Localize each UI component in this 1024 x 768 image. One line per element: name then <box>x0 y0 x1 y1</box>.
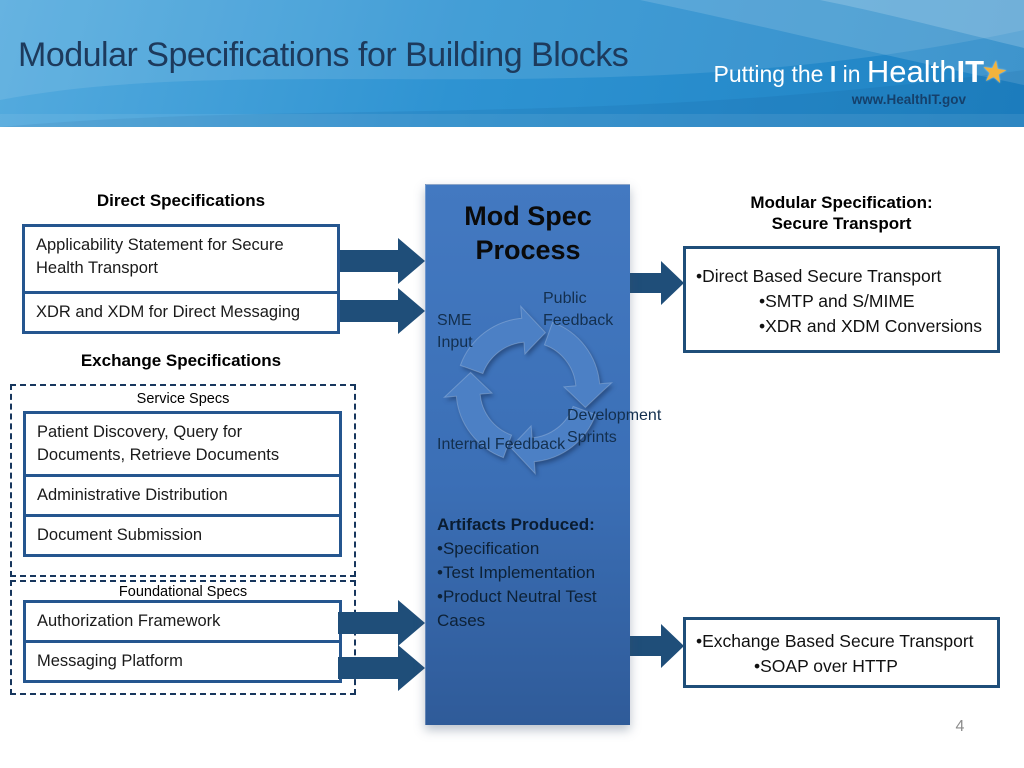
spec-box-patient-discovery: Patient Discovery, Query for Documents, … <box>23 411 342 477</box>
spec-box-xdr-xdm-direct: XDR and XDM for Direct Messaging <box>22 291 340 334</box>
process-cycle-icon <box>442 304 614 476</box>
process-title: Mod Spec Process <box>464 201 592 265</box>
page-number: 4 <box>955 718 965 735</box>
header-wave-graphic <box>0 0 1024 127</box>
spec-box-authorization-framework: Authorization Framework <box>23 600 342 643</box>
artifacts-produced-block: Artifacts Produced: •Specification •Test… <box>437 513 629 633</box>
foundational-specs-label: Foundational Specs <box>118 584 248 600</box>
exchange-based-secure-transport: •Exchange Based Secure Transport <box>696 631 974 651</box>
tagline-it: IT <box>956 54 985 89</box>
soap-over-http-item: •SOAP over HTTP <box>754 656 898 676</box>
direct-specs-group: Applicability Statement for Secure Healt… <box>22 224 340 334</box>
tagline-health: Health <box>866 54 957 89</box>
cycle-label-internal-feedback: Internal Feedback <box>437 436 566 453</box>
exchange-secure-transport-box: •Exchange Based Secure Transport •SOAP o… <box>683 617 1000 688</box>
foundational-specs-group: Foundational Specs Authorization Framewo… <box>10 580 356 695</box>
service-specs-group: Service Specs Patient Discovery, Query f… <box>10 384 356 577</box>
foundational-specs-stack: Authorization Framework Messaging Platfo… <box>23 600 342 683</box>
tagline-in: in <box>836 61 867 87</box>
spec-box-messaging-platform: Messaging Platform <box>23 640 342 683</box>
healthit-tagline: Putting the I in HealthIT★ <box>713 54 1011 91</box>
artifact-item-test-implementation: •Test Implementation <box>437 563 596 582</box>
page-title: Modular Specifications for Building Bloc… <box>18 36 629 74</box>
direct-specifications-heading: Direct Specifications <box>96 191 266 210</box>
header-banner: Modular Specifications for Building Bloc… <box>0 0 1024 127</box>
spec-box-applicability: Applicability Statement for Secure Healt… <box>22 224 340 294</box>
artifact-item-specification: •Specification <box>437 539 540 558</box>
arrow-process-to-exchange-transport <box>627 624 684 668</box>
direct-based-secure-transport: •Direct Based Secure Transport <box>696 266 942 286</box>
healthit-url: www.HealthIT.gov <box>851 92 966 107</box>
exchange-specifications-heading: Exchange Specifications <box>80 351 282 370</box>
arrow-authorization-to-process <box>338 600 425 646</box>
direct-secure-transport-box: •Direct Based Secure Transport •SMTP and… <box>683 246 1000 353</box>
smtp-smime-item: •SMTP and S/MIME <box>759 291 915 311</box>
arrow-xdr-to-process <box>340 288 425 334</box>
cycle-label-sme-input: SME Input <box>437 312 473 351</box>
healthit-logo: Putting the I in HealthIT★ www.HealthIT.… <box>713 54 1011 107</box>
tagline-i: I <box>829 61 837 87</box>
star-icon: ★ <box>978 54 1011 91</box>
service-specs-label: Service Specs <box>136 391 230 407</box>
modular-specification-heading-line2: Secure Transport <box>771 214 912 233</box>
xdr-xdm-conversions-item: •XDR and XDM Conversions <box>759 316 983 336</box>
spec-box-document-submission: Document Submission <box>23 514 342 557</box>
tagline-putting-the: Putting the <box>713 61 830 87</box>
artifacts-heading: Artifacts Produced: <box>437 515 595 534</box>
arrow-messaging-to-process <box>338 645 425 691</box>
cycle-label-development-sprints: Development Sprints <box>567 407 662 446</box>
arrow-applicability-to-process <box>340 238 425 284</box>
arrow-process-to-direct-transport <box>627 261 684 305</box>
cycle-label-public-feedback: Public Feedback <box>543 290 614 329</box>
spec-box-admin-distribution: Administrative Distribution <box>23 474 342 517</box>
service-specs-stack: Patient Discovery, Query for Documents, … <box>23 411 342 557</box>
modular-specification-heading-line1: Modular Specification: <box>750 193 933 212</box>
mod-spec-process-box: Mod Spec Process <box>425 184 630 725</box>
artifact-item-product-neutral-test-cases: •Product Neutral Test Cases <box>437 587 597 630</box>
modular-specification-heading: Modular Specification: Secure Transport <box>683 192 1000 234</box>
